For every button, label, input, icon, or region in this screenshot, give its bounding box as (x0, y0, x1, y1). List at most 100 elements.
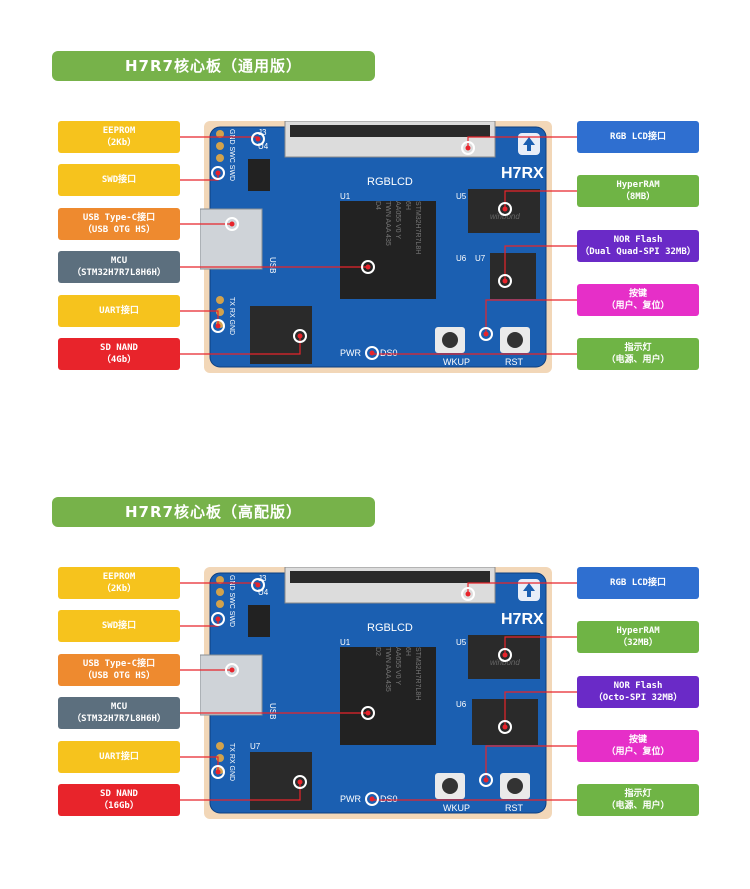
leader-line (180, 336, 301, 355)
target-dot (215, 323, 221, 329)
svg-text:U1: U1 (340, 192, 351, 201)
target-dot (365, 264, 371, 270)
target-dot (483, 331, 489, 337)
leader-line (180, 136, 259, 139)
svg-text:PWR: PWR (340, 348, 361, 358)
mcu-text-5: D2 (374, 647, 381, 656)
target-dot (483, 777, 489, 783)
target-marker (293, 329, 307, 343)
mcu-text-1: STM32H7R7L8H (414, 647, 421, 700)
svg-text:U7: U7 (475, 254, 486, 263)
label-buttons: 按键（用户、复位） (577, 284, 699, 316)
target-dot (255, 136, 261, 142)
target-marker (251, 132, 265, 146)
board-brand: H7RX (501, 165, 544, 182)
label-nor-flash: NOR Flash（Octo-SPI 32MB） (577, 676, 699, 708)
target-marker (365, 346, 379, 360)
target-marker (498, 202, 512, 216)
svg-text:U4: U4 (258, 142, 269, 151)
target-marker (361, 260, 375, 274)
mcu-text-1: STM32H7R7L8H (414, 201, 421, 254)
nor-flash-chip (490, 253, 536, 299)
target-marker (479, 773, 493, 787)
target-marker (361, 706, 375, 720)
svg-text:U6: U6 (456, 254, 467, 263)
label-nor-flash: NOR Flash（Dual Quad-SPI 32MB） (577, 230, 699, 262)
leader-line (180, 582, 259, 585)
svg-text:USB: USB (268, 703, 277, 719)
svg-text:U6: U6 (456, 700, 467, 709)
target-dot (502, 206, 508, 212)
svg-text:U4: U4 (258, 588, 269, 597)
svg-text:RST: RST (505, 803, 524, 813)
label-rgb-lcd: RGB LCD接口 (577, 121, 699, 153)
target-dot (255, 582, 261, 588)
target-marker (365, 792, 379, 806)
target-marker (225, 663, 239, 677)
target-dot (297, 779, 303, 785)
leader-line (504, 636, 577, 655)
target-marker (498, 720, 512, 734)
eeprom-chip (248, 605, 270, 637)
svg-text:winbond: winbond (490, 212, 520, 221)
leader-line (467, 136, 577, 148)
eeprom-chip (248, 159, 270, 191)
leader-line (504, 190, 577, 209)
target-dot (502, 652, 508, 658)
mcu-chip (340, 201, 436, 299)
svg-text:RST: RST (505, 357, 524, 367)
target-marker (211, 166, 225, 180)
section-high-end: H7R7核心板（高配版） EEPROM（2Kb） SWD接口 USB Type-… (0, 497, 750, 857)
target-dot (502, 278, 508, 284)
svg-text:U7: U7 (250, 742, 261, 751)
target-dot (229, 667, 235, 673)
target-marker (251, 578, 265, 592)
label-rgb-lcd: RGB LCD接口 (577, 567, 699, 599)
label-uart: UART接口 (58, 295, 180, 327)
leader-line (180, 782, 301, 801)
label-swd: SWD接口 (58, 610, 180, 642)
target-dot (297, 333, 303, 339)
label-hyperram: HyperRAM（8MB） (577, 175, 699, 207)
target-dot (215, 616, 221, 622)
svg-text:J3: J3 (258, 128, 267, 137)
svg-text:GND SWC SWD: GND SWC SWD (228, 575, 235, 627)
target-marker (461, 587, 475, 601)
target-dot (465, 591, 471, 597)
svg-text:WKUP: WKUP (443, 357, 470, 367)
label-sd-nand: SD NAND（4Gb） (58, 338, 180, 370)
target-dot (465, 145, 471, 151)
label-mcu: MCU（STM32H7R7L8H6H） (58, 251, 180, 283)
svg-text:winbond: winbond (490, 658, 520, 667)
target-marker (479, 327, 493, 341)
mcu-text-3: AA055 V0 Y (394, 647, 401, 685)
svg-text:DS0: DS0 (380, 794, 398, 804)
board-image: H7RX RGBLCD STM32H7R7L8H 6H AA055 V0 Y T… (200, 567, 552, 819)
leader-line (371, 799, 577, 801)
target-marker (211, 319, 225, 333)
mcu-text-5: D4 (374, 201, 381, 210)
target-marker (211, 612, 225, 626)
svg-text:U5: U5 (456, 638, 467, 647)
mcu-text-4: TWN AAA 435 (384, 201, 391, 246)
label-uart: UART接口 (58, 741, 180, 773)
svg-text:TX RX GND: TX RX GND (228, 743, 235, 781)
target-marker (225, 217, 239, 231)
mcu-chip (340, 647, 436, 745)
svg-text:WKUP: WKUP (443, 803, 470, 813)
mcu-text-2: 6H (404, 647, 411, 656)
svg-text:U5: U5 (456, 192, 467, 201)
lcd-silk: RGBLCD (367, 622, 413, 634)
section-title: H7R7核心板（高配版） (52, 497, 375, 527)
svg-text:GND SWC SWD: GND SWC SWD (228, 129, 235, 181)
mcu-text-4: TWN AAA 435 (384, 647, 391, 692)
target-marker (498, 648, 512, 662)
section-title: H7R7核心板（通用版） (52, 51, 375, 81)
svg-text:USB: USB (268, 257, 277, 273)
target-dot (229, 221, 235, 227)
label-usb-typec: USB Type-C接口（USB OTG HS） (58, 208, 180, 240)
label-buttons: 按键（用户、复位） (577, 730, 699, 762)
svg-text:DS0: DS0 (380, 348, 398, 358)
target-marker (293, 775, 307, 789)
svg-text:PWR: PWR (340, 794, 361, 804)
